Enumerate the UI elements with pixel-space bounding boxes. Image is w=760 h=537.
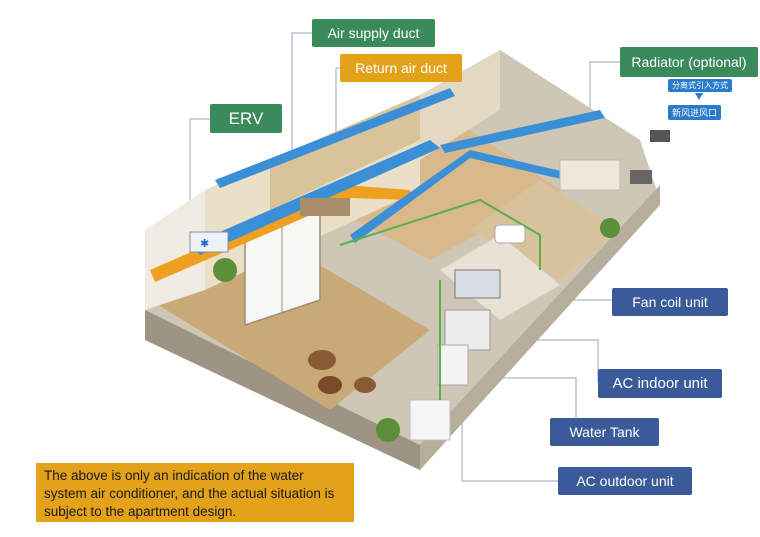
supply-duct-shape-main bbox=[190, 140, 440, 255]
supply-duct-shape-upper bbox=[215, 88, 455, 188]
armchair-2 bbox=[318, 376, 342, 394]
down-arrow-icon bbox=[695, 93, 703, 100]
svg-text:✱: ✱ bbox=[200, 237, 209, 250]
green-pipe bbox=[339, 198, 541, 270]
radiator-shape-2 bbox=[630, 170, 652, 184]
return-duct-shape bbox=[150, 185, 410, 282]
plant-2 bbox=[376, 418, 400, 442]
floor-slab-front bbox=[145, 310, 420, 470]
split-intro-label: 分离式引入方式 bbox=[668, 79, 732, 92]
fan-coil-unit-shape bbox=[454, 269, 501, 299]
bathtub bbox=[494, 224, 526, 244]
erv-label: ERV bbox=[210, 104, 282, 133]
ac-indoor-unit-shape bbox=[444, 309, 491, 351]
left-wall bbox=[145, 190, 205, 310]
back-wall-right bbox=[420, 50, 500, 160]
bed bbox=[559, 159, 621, 191]
fresh-air-inlet-label: 新风进风口 bbox=[668, 105, 722, 120]
supply-duct-shape-right bbox=[440, 110, 605, 153]
ac-indoor-unit-label: AC indoor unit bbox=[598, 369, 722, 398]
plant bbox=[213, 258, 237, 282]
fan-coil-unit-label: Fan coil unit bbox=[612, 288, 728, 316]
supply-duct-shape-branch bbox=[350, 150, 600, 243]
disclaimer-note: The above is only an indication of the w… bbox=[36, 463, 354, 522]
air-supply-duct-label: Air supply duct bbox=[312, 19, 435, 47]
return-air-duct-label: Return air duct bbox=[340, 54, 462, 82]
erv-unit bbox=[189, 231, 229, 253]
water-tank-shape bbox=[437, 344, 469, 386]
sofa bbox=[300, 198, 350, 216]
ac-outdoor-unit-label: AC outdoor unit bbox=[558, 467, 692, 495]
ac-outdoor-unit-shape bbox=[409, 399, 451, 441]
plant-3 bbox=[600, 218, 620, 238]
floor-slab-side bbox=[420, 185, 660, 470]
radiator-label: Radiator (optional) bbox=[620, 47, 758, 77]
water-tank-label: Water Tank bbox=[550, 418, 659, 446]
armchair-3 bbox=[354, 377, 376, 393]
armchair bbox=[308, 350, 336, 370]
radiator-shape bbox=[650, 130, 670, 142]
bedroom-floor bbox=[470, 180, 620, 280]
